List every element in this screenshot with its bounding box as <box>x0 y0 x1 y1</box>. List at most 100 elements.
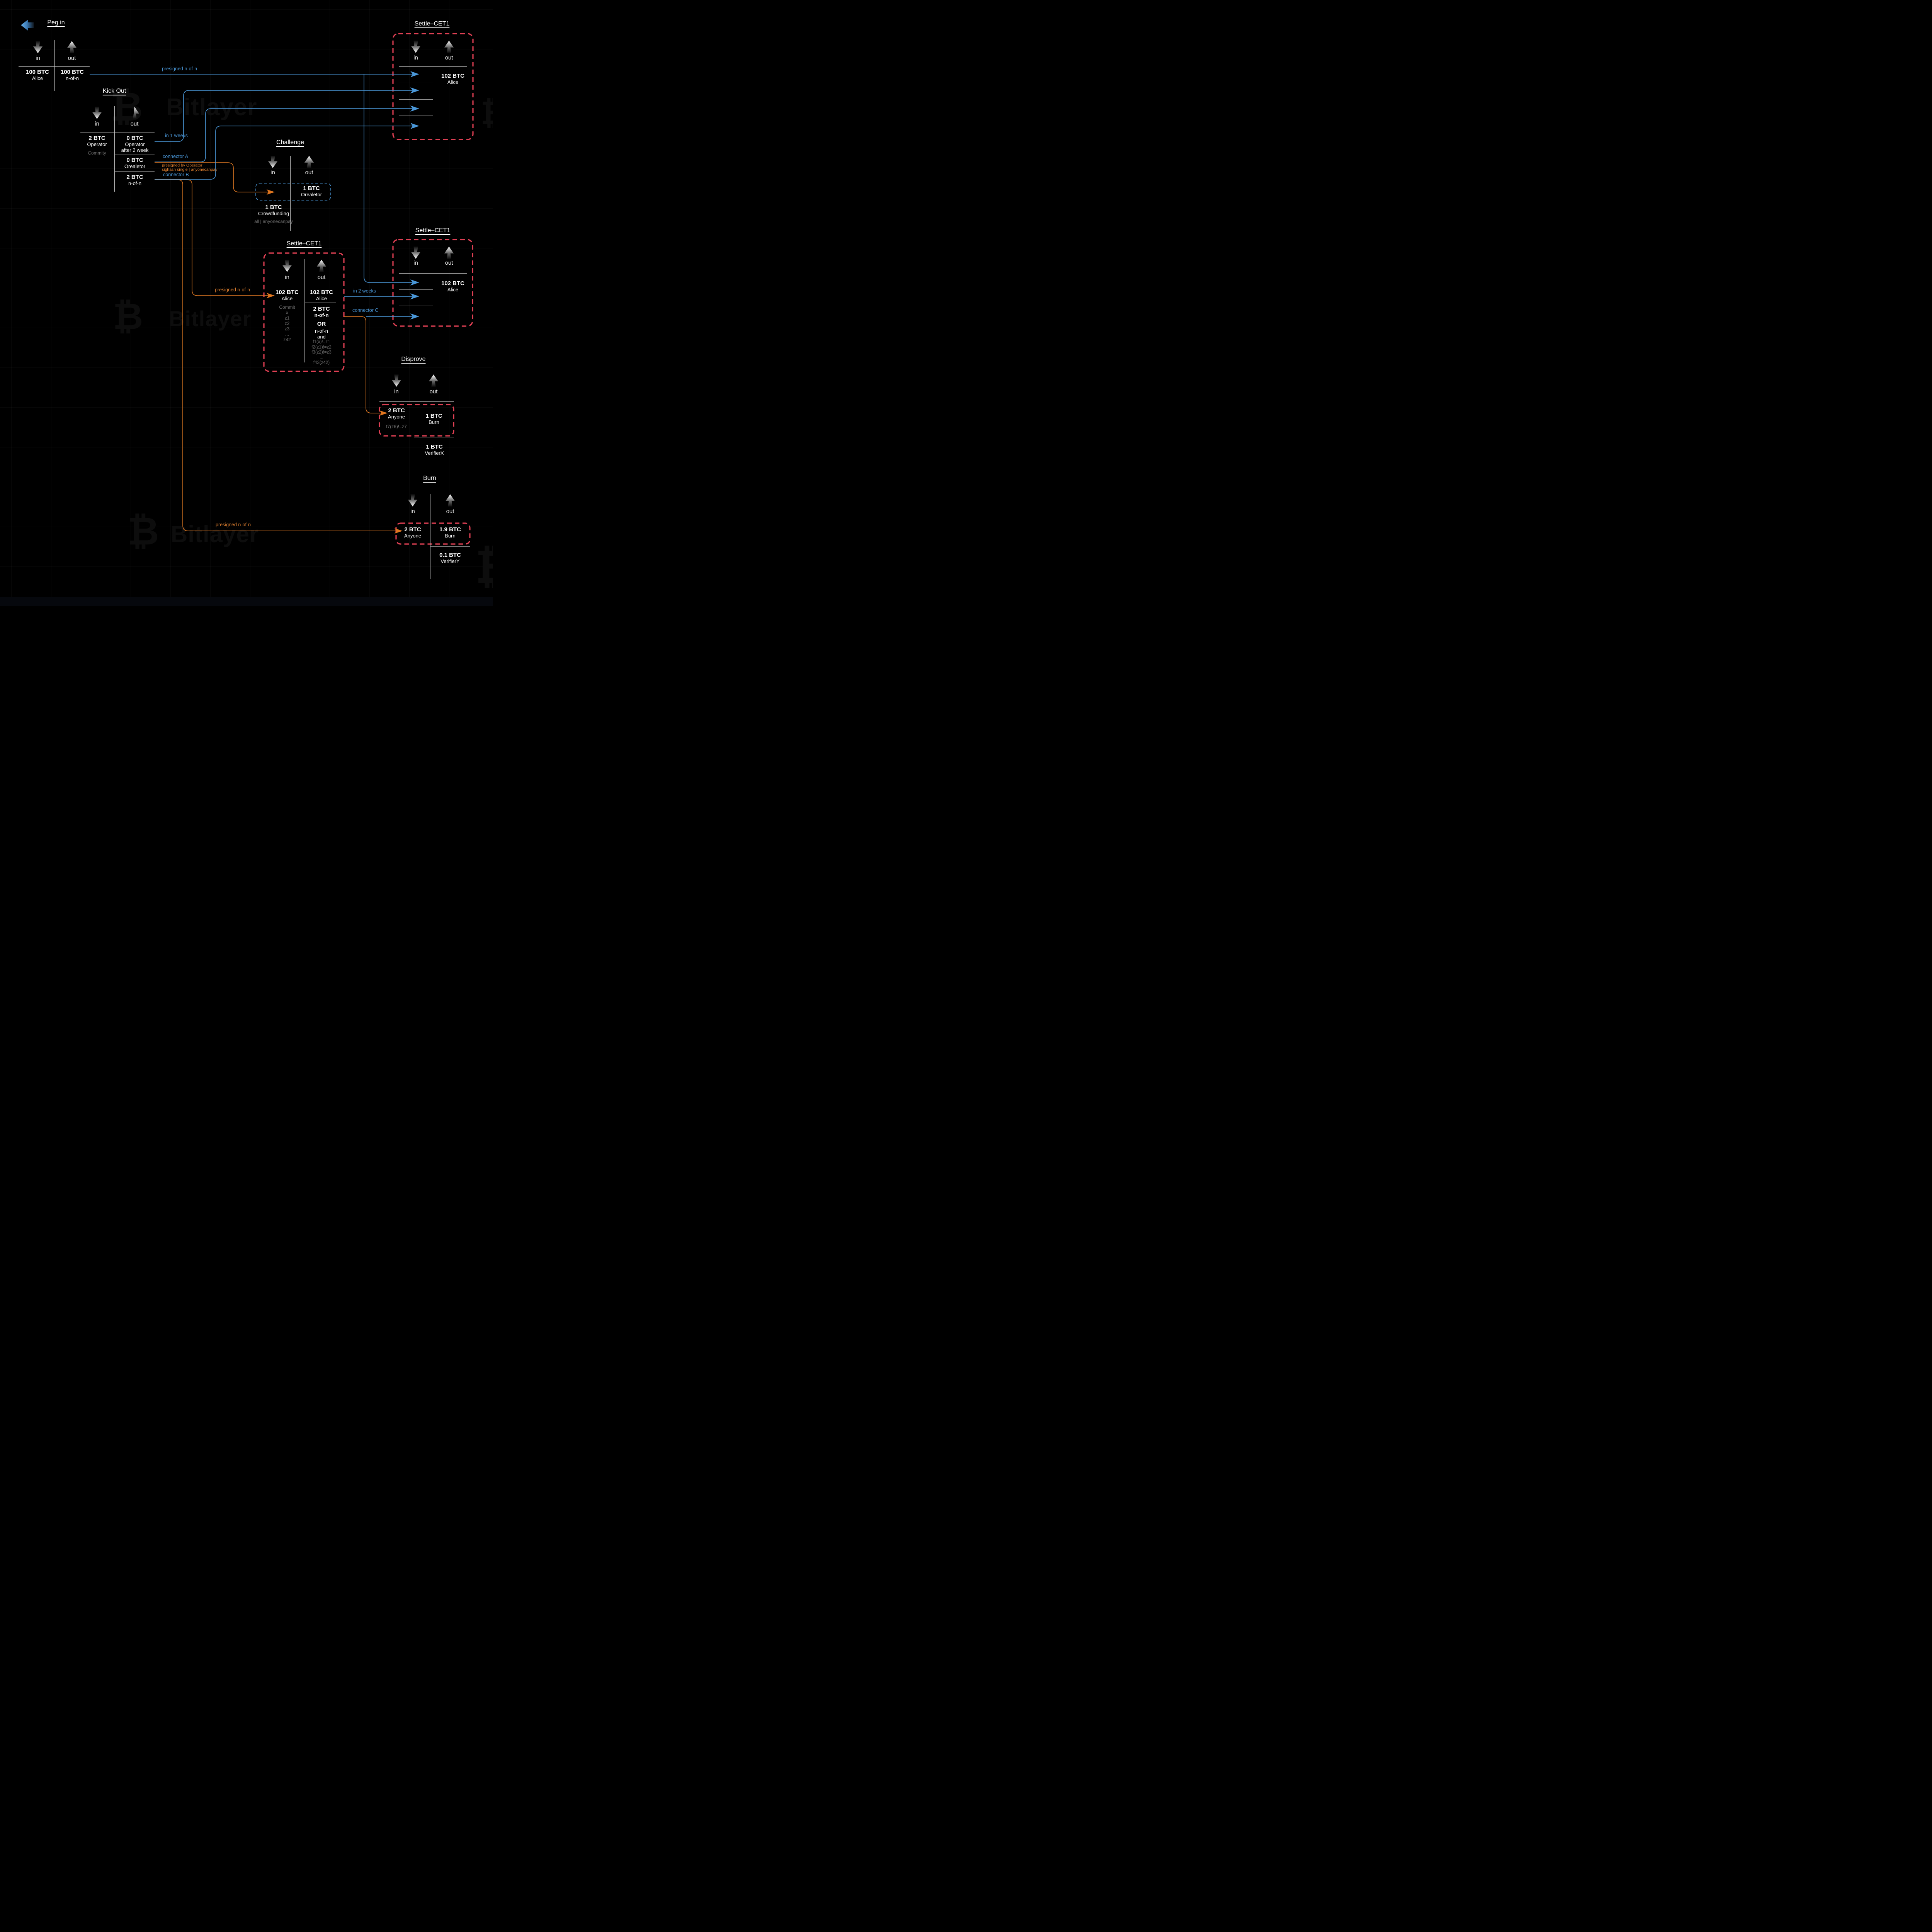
amount: 102 BTC <box>310 289 333 296</box>
label-connector-c: connector C <box>352 308 379 313</box>
settle-top-title: Settle–CET1 <box>414 20 450 27</box>
owner: Alice <box>32 75 43 81</box>
kickout-out-label: out <box>130 121 139 127</box>
label-presigned-nofn-top: presigned n-of-n <box>162 66 197 71</box>
settle-mid-dashed-box <box>263 252 345 372</box>
label-presigned-nofn-burn: presigned n-of-n <box>216 522 251 527</box>
pegin-out-label: out <box>68 55 76 61</box>
challenge-title: Challenge <box>276 139 304 146</box>
amount: 2 BTC <box>388 407 405 414</box>
out-arrow-icon <box>444 247 454 259</box>
in-arrow-icon <box>92 107 102 119</box>
settle-right-out-label: out <box>445 260 453 266</box>
orange-arrowhead-burn <box>395 528 403 534</box>
settle-mid-output1-cell: 102 BTC Alice <box>304 289 339 301</box>
blue-arrowhead-7 <box>410 313 419 320</box>
pegin-input-cell: 100 BTC Alice <box>20 69 55 81</box>
settle-mid-or-sub: n-of-n and <box>304 328 339 340</box>
kickout-output1-cell: 0 BTC Operator after 2 week <box>116 135 154 153</box>
label-in-2-weeks: in 2 weeks <box>353 288 376 294</box>
disprove-in-label: in <box>394 388 399 395</box>
blue-arrowhead-5 <box>410 279 419 286</box>
bitlayer-logo-watermark-partial: ₿ <box>475 540 493 594</box>
label-presigned-nofn-mid: presigned n-of-n <box>215 287 250 293</box>
in-arrow-icon <box>268 156 278 168</box>
owner: n-of-n <box>66 75 79 81</box>
amount: 0 BTC <box>126 135 143 141</box>
label-in-1-weeks: in 1 weeks <box>165 133 188 138</box>
amount: 1 BTC <box>265 204 282 211</box>
settle-top-dashed-box <box>392 33 474 140</box>
kickout-in-label: in <box>95 121 99 127</box>
out-arrow-icon <box>444 41 454 53</box>
settle-top-out-label: out <box>445 54 453 61</box>
owner: Burn <box>429 419 439 425</box>
in-arrow-icon <box>391 374 401 387</box>
disprove-input-note: f7(z6)!=z7 <box>386 424 407 429</box>
burn-out-sep <box>430 546 470 547</box>
disprove-io-line <box>379 401 454 402</box>
orange-arrowhead-challenge <box>267 189 275 195</box>
bitlayer-text-watermark: Bitlayer <box>166 94 257 121</box>
owner: Burn <box>445 533 456 539</box>
pegin-title: Peg in <box>47 19 65 26</box>
in-arrow-icon <box>411 41 421 53</box>
flow-settle-mid-to-disprove <box>344 316 383 413</box>
in-arrow-icon <box>408 494 418 507</box>
owner: Operator after 2 week <box>121 141 149 153</box>
back-icon[interactable] <box>20 19 35 32</box>
settle-right-dashed-box <box>392 239 473 327</box>
settle-mid-or-note: f1(x)!=z1 f2(z1)!=z2 f3(z2)!=z3 ... f43(… <box>311 340 332 365</box>
or-label: OR <box>317 321 326 327</box>
in-arrow-icon <box>411 247 421 259</box>
pegin-output-cell: 100 BTC n-of-n <box>54 69 90 81</box>
out-arrow-icon <box>67 41 77 53</box>
flow-wires <box>90 33 474 545</box>
amount: 1 BTC <box>426 444 443 450</box>
settle-mid-commit-note: Commit x z1 z2 z3 ... z42 <box>279 304 295 342</box>
burn-title: Burn <box>423 475 436 481</box>
amount: 102 BTC <box>441 73 465 79</box>
settle-mid-output2-cell: 2 BTC n-of-n <box>304 306 339 318</box>
bitlayer-logo-watermark: ₿ <box>128 510 160 553</box>
settle-mid-out-label: out <box>317 274 326 281</box>
amount: 2 BTC <box>126 174 143 180</box>
kickout-out-sep2 <box>115 171 155 172</box>
disprove-input-cell: 2 BTC Anyone <box>379 407 414 420</box>
flow-in-1-weeks <box>155 90 414 142</box>
burn-dashed-box <box>395 522 471 545</box>
settle-mid-or-label: OR <box>304 321 339 327</box>
out-arrow-icon <box>445 494 455 507</box>
challenge-dashed-box <box>255 183 331 201</box>
settle-right-in-sep1 <box>399 289 433 290</box>
settle-right-output-cell: 102 BTC Alice <box>435 280 471 293</box>
owner: Anyone <box>404 533 422 539</box>
flow-connector-a <box>155 108 414 162</box>
owner: VerifierX <box>425 450 444 456</box>
owner: Operator <box>87 141 107 147</box>
burn-out-label: out <box>446 508 454 515</box>
burn-in-label: in <box>410 508 415 515</box>
in-arrow-icon <box>33 41 43 53</box>
owner: Orealetor <box>301 192 322 197</box>
disprove-out-label: out <box>429 388 438 395</box>
flow-connector-b <box>155 126 414 180</box>
settle-top-in-label: in <box>413 54 418 61</box>
flow-branch-to-settle-right <box>364 74 414 283</box>
or-sub: n-of-n and <box>315 328 328 340</box>
owner: Anyone <box>388 414 405 420</box>
amount: 102 BTC <box>441 280 465 287</box>
kickout-title: Kick Out <box>102 88 126 94</box>
out-arrow-icon <box>429 374 439 387</box>
settle-mid-input-cell: 102 BTC Alice <box>269 289 305 301</box>
owner: VerifierY <box>440 558 460 564</box>
settle-mid-title: Settle–CET1 <box>286 240 322 247</box>
pegin-in-label: in <box>36 55 40 61</box>
orange-arrowhead-settle-mid <box>267 293 275 298</box>
burn-input-cell: 2 BTC Anyone <box>395 526 430 539</box>
amount: 102 BTC <box>275 289 299 296</box>
owner: n-of-n <box>128 180 141 186</box>
bottom-band <box>0 597 493 606</box>
out-arrow-icon <box>129 107 139 119</box>
burn-output2-cell: 0.1 BTC VerifierY <box>432 552 468 564</box>
